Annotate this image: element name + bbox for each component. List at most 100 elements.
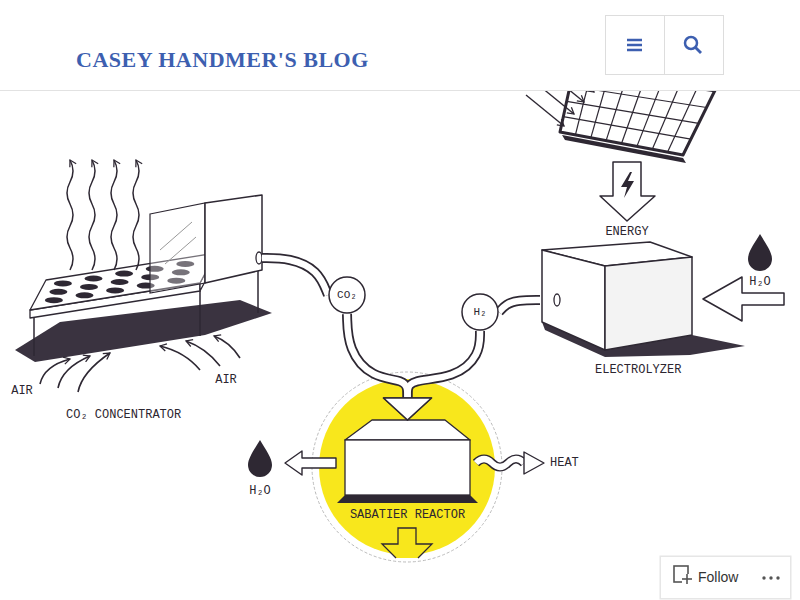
co2-concentrator-illustration [76, 292, 94, 298]
circle-outline [462, 294, 498, 330]
co2-concentrator: CO₂ CONCENTRATOR [22, 188, 262, 424]
energy-label: ENERGY [605, 225, 648, 239]
heat-arrow [476, 459, 524, 467]
exhaust-waves [89, 160, 95, 270]
water-outlet [285, 451, 336, 475]
sabatier-reactor-illustration [337, 495, 478, 503]
air-arrows [78, 353, 110, 392]
energy-arrow [600, 162, 655, 221]
pipe-connector [262, 258, 328, 295]
site-header [606, 16, 724, 75]
gas-bubble: H₂ [461, 293, 499, 331]
follow-button-art [682, 574, 692, 584]
arrowhead [384, 398, 432, 420]
site-header [0, 90, 800, 91]
node-label: CO₂ CONCENTRATOR [66, 408, 181, 422]
electrolyzer-illustration [554, 294, 560, 306]
co2-concentrator-illustration [111, 279, 129, 285]
follow-button-art [776, 576, 779, 579]
co2-concentrator-illustration [160, 222, 192, 250]
pipe-core [408, 331, 481, 398]
co2-concentrator-illustration [257, 271, 259, 313]
site-header [685, 37, 697, 49]
sabatier-reactor: SABATIER REACTOR [335, 420, 480, 524]
co2-concentrator-illustration [199, 291, 201, 336]
site-header [696, 48, 702, 54]
node-label: SABATIER REACTOR [350, 508, 465, 522]
pipe-connector [347, 314, 408, 398]
follow-button-art [762, 576, 765, 579]
follow-button-art [661, 557, 790, 598]
heat-label: HEAT [550, 456, 579, 470]
heat-arrow [524, 452, 544, 474]
site-header [627, 44, 642, 47]
co2-concentrator-illustration [150, 203, 205, 293]
air-arrows [160, 346, 200, 370]
solar-panel [562, 135, 686, 163]
co2-concentrator-illustration [15, 195, 272, 362]
sabatier-reactor-illustration [312, 372, 502, 562]
solar-panel [563, 117, 691, 140]
exhaust-waves [133, 160, 139, 270]
co2-concentrator-illustration [49, 289, 67, 295]
node-label: ELECTROLYZER [595, 363, 681, 377]
air-arrows [40, 336, 240, 392]
site-header [664, 16, 665, 75]
pipe-core [262, 258, 540, 398]
follow-button: Follow [661, 557, 790, 598]
heat-arrow [476, 459, 524, 467]
button-text: Follow [698, 569, 738, 586]
pipe-connector [408, 331, 481, 398]
exhaust-waves [67, 160, 73, 270]
co2-concentrator-illustration [34, 271, 258, 356]
co2-concentrator-illustration [165, 237, 196, 264]
co2-concentrator-illustration [115, 271, 133, 277]
follow-button-art [660, 556, 792, 600]
water-label: H₂O [749, 275, 771, 289]
co2-concentrator-illustration [256, 252, 262, 264]
follow-button-art [660, 556, 792, 600]
pipe-connector [499, 300, 540, 312]
blog-title: CASEY HANDMER'S BLOG [76, 47, 369, 73]
air-arrows [186, 341, 220, 366]
water-inlet [703, 234, 784, 321]
arrowhead [384, 398, 432, 420]
site-header [627, 49, 642, 52]
exhaust-waves [67, 160, 139, 270]
node-label: H₂ [473, 305, 486, 319]
solar-panel [526, 95, 564, 126]
water-inlet [748, 234, 772, 271]
energy-arrow [600, 162, 655, 221]
water-outlet [248, 440, 272, 477]
follow-button-art [682, 578, 692, 580]
solar-panel [567, 101, 699, 123]
circle-outline [329, 277, 365, 313]
heat-arrow [476, 452, 544, 474]
air-label: AIR [11, 384, 33, 398]
site-header [627, 40, 642, 50]
pipe-outline [262, 258, 540, 398]
pipe-core [262, 258, 328, 295]
electrolyzer-illustration [605, 257, 692, 350]
node-label: CO₂ [337, 288, 357, 302]
pipe-core [499, 300, 540, 312]
water-outlet [248, 440, 336, 477]
site-header [0, 0, 800, 90]
water-label: H₂O [249, 484, 271, 498]
exhaust-waves [111, 160, 117, 270]
pipe-core [347, 314, 408, 398]
gas-bubble: CO₂ [328, 276, 366, 314]
air-arrows [58, 356, 90, 388]
electrolyzer-illustration [542, 250, 605, 350]
pipe-connector [347, 314, 408, 398]
co2-concentrator-illustration [54, 280, 72, 286]
co2-concentrator-illustration [45, 297, 63, 303]
pipe-connector [408, 331, 481, 398]
sabatier-reactor-illustration [312, 372, 502, 562]
air-label: AIR [215, 373, 237, 387]
co2-concentrator-illustration [33, 318, 35, 356]
water-inlet [703, 277, 784, 321]
follow-button-art [769, 576, 772, 579]
